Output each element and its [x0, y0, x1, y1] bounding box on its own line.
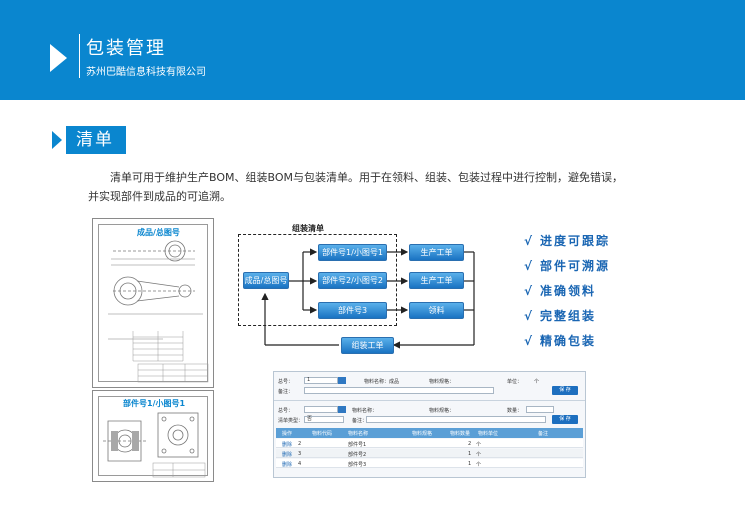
feature-label: 进度可跟踪 — [540, 234, 611, 248]
list-type-label: 清单类型： — [278, 418, 304, 424]
flow-node-material: 领料 — [409, 302, 464, 319]
flow-node-part-1: 部件号1/小图号1 — [318, 244, 387, 261]
cell-code: 4 — [298, 461, 302, 467]
material-name-value: 成品 — [389, 379, 400, 385]
unit-value: 个 — [534, 379, 540, 385]
connecting-rod-drawing — [108, 240, 209, 383]
description-line: 并实现部件到成品的可追溯。 — [88, 190, 231, 203]
feature-item: √ 完整组装 — [524, 307, 610, 332]
cell-code: 3 — [298, 451, 302, 457]
part-drawing — [103, 412, 206, 478]
cell-qty: 1 — [468, 461, 472, 467]
drawing-assembly: 成品/总图号 — [92, 218, 214, 388]
section-heading: 清单 — [66, 126, 126, 154]
qty-label: 数量： — [507, 408, 523, 414]
page-title: 包装管理 — [86, 38, 166, 59]
drawing-title: 成品/总图号 — [137, 228, 180, 237]
chevron-right-icon — [50, 44, 67, 72]
check-icon: √ — [524, 309, 535, 323]
sub-name-label: 物料名称： — [352, 408, 378, 414]
feature-label: 精确包装 — [540, 334, 597, 348]
save-button[interactable]: 保 存 — [552, 415, 578, 424]
column-header: 备注 — [538, 431, 549, 437]
cell-qty: 1 — [468, 451, 472, 457]
assembly-list-label: 组装清单 — [290, 223, 326, 234]
sub-remark-input[interactable] — [366, 416, 546, 423]
search-icon[interactable] — [338, 406, 346, 413]
flow-node-part-2: 部件号2/小图号2 — [318, 272, 387, 289]
company-name: 苏州巴酷信息科技有限公司 — [86, 67, 206, 78]
header-banner: 包装管理 苏州巴酷信息科技有限公司 — [0, 0, 745, 100]
feature-item: √ 准确领料 — [524, 282, 610, 307]
bom-editor-panel: 总号： 1 物料名称： 成品 物料规格： 单位： 个 备注： 保 存 总号： 物… — [273, 371, 586, 478]
chevron-right-icon — [52, 131, 62, 149]
feature-item: √ 精确包装 — [524, 332, 610, 357]
sub-no-label: 总号： — [278, 408, 294, 414]
cell-qty: 2 — [468, 441, 472, 447]
qty-input[interactable] — [526, 406, 554, 413]
column-header: 物料名称 — [348, 431, 369, 437]
table-row: 删除 3 部件号2 1 个 — [276, 449, 583, 458]
cell-unit: 个 — [476, 442, 482, 448]
unit-label: 单位： — [507, 379, 523, 385]
column-header: 操作 — [282, 431, 293, 437]
flow-node-work-order-2: 生产工单 — [409, 272, 464, 289]
sub-spec-label: 物料规格： — [429, 408, 455, 414]
check-icon: √ — [524, 334, 535, 348]
feature-list: √ 进度可跟踪 √ 部件可溯源 √ 准确领料 √ 完整组装 √ 精确包装 — [524, 232, 610, 357]
total-no-label: 总号： — [278, 379, 294, 385]
cell-unit: 个 — [476, 452, 482, 458]
delete-link[interactable]: 删除 — [282, 462, 293, 468]
table-row: 删除 2 部件号1 2 个 — [276, 439, 583, 448]
flow-node-part-3: 部件号3 — [318, 302, 387, 319]
flow-node-assembly-order: 组装工单 — [341, 337, 394, 354]
remark-input[interactable] — [304, 387, 494, 394]
feature-label: 准确领料 — [540, 284, 597, 298]
column-header: 物料单位 — [478, 431, 499, 437]
delete-link[interactable]: 删除 — [282, 452, 293, 458]
cell-name: 部件号1 — [348, 442, 367, 448]
description-line: 清单可用于维护生产BOM、组装BOM与包装清单。用于在领料、组装、包装过程中进行… — [110, 171, 624, 184]
column-header: 物料代码 — [312, 431, 333, 437]
cell-name: 部件号2 — [348, 452, 367, 458]
material-spec-label: 物料规格： — [429, 379, 455, 385]
cell-code: 2 — [298, 441, 302, 447]
check-icon: √ — [524, 234, 535, 248]
material-name-label: 物料名称： — [364, 379, 390, 385]
check-icon: √ — [524, 284, 535, 298]
list-type-select[interactable]: 否 — [304, 416, 344, 423]
sub-remark-label: 备注： — [352, 418, 368, 424]
save-button[interactable]: 保 存 — [552, 386, 578, 395]
feature-label: 部件可溯源 — [540, 259, 611, 273]
column-header: 物料数量 — [450, 431, 471, 437]
feature-item: √ 进度可跟踪 — [524, 232, 610, 257]
cell-unit: 个 — [476, 462, 482, 468]
header-divider — [79, 34, 80, 78]
flow-node-product: 成品/总图号 — [243, 272, 289, 289]
drawing-frame — [98, 224, 208, 382]
cell-name: 部件号3 — [348, 462, 367, 468]
drawing-part: 部件号1/小图号1 — [92, 390, 214, 482]
feature-label: 完整组装 — [540, 309, 597, 323]
check-icon: √ — [524, 259, 535, 273]
remark-label: 备注： — [278, 389, 294, 395]
table-header: 操作 物料代码 物料名称 物料规格 物料数量 物料单位 备注 — [276, 428, 583, 438]
delete-link[interactable]: 删除 — [282, 442, 293, 448]
flow-node-work-order-1: 生产工单 — [409, 244, 464, 261]
divider — [274, 400, 585, 401]
table-row: 删除 4 部件号3 1 个 — [276, 459, 583, 468]
feature-item: √ 部件可溯源 — [524, 257, 610, 282]
search-icon[interactable] — [338, 377, 346, 384]
total-no-input[interactable]: 1 — [304, 377, 338, 384]
assembly-list-group — [238, 234, 397, 326]
section-description: 清单可用于维护生产BOM、组装BOM与包装清单。用于在领料、组装、包装过程中进行… — [88, 168, 668, 206]
drawing-title: 部件号1/小图号1 — [123, 399, 186, 408]
sub-no-input[interactable] — [304, 406, 338, 413]
column-header: 物料规格 — [412, 431, 433, 437]
